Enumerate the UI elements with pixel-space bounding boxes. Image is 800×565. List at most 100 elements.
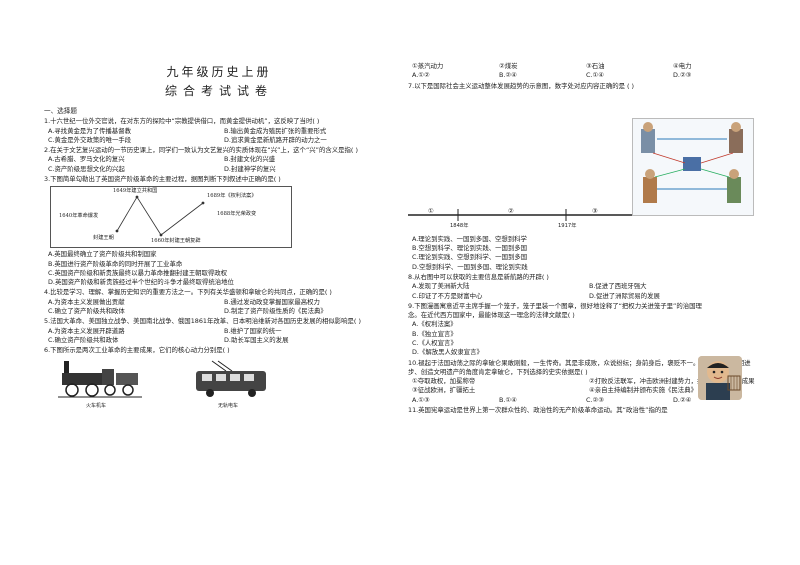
question-options: A.发现了美洲新大陆 B.促进了西班牙强大 C.印证了不方是财富中心 D.促进了… bbox=[408, 282, 760, 301]
question-9: 9.下图漫画寓意近平主席手握一个笼子，笼子里装一个图章，很好地诠释了“把权力关进… bbox=[408, 302, 760, 358]
question-stem: 7.以下是国际社会主义运动整体发展趋势的示意图，数字处对应内容正确的是 ( ) bbox=[408, 81, 635, 90]
option-c[interactable]: C.确立资产阶级共和政体 bbox=[48, 335, 119, 344]
energy-2: ②煤炭 bbox=[499, 62, 518, 70]
question-3: 3.下图简单勾勒出了英国资产阶级革命的主要过程，据图判断下列叙述中正确的是( )… bbox=[44, 175, 394, 287]
question-stem: 6.下图所示是两次工业革命的主要成果，它们的核心动力分别是( ) bbox=[44, 346, 230, 355]
question-stem: 5.法国大革命、美国独立战争、美国南北战争、俄国1861年改革、日本明治维新对各… bbox=[44, 317, 361, 326]
option-a[interactable]: A.为资本主义发展做出贡献 bbox=[48, 297, 125, 306]
option-a[interactable]: A.古希腊、罗马文化的复兴 bbox=[48, 155, 125, 164]
energy-1: ①蒸汽动力 bbox=[412, 62, 444, 70]
question-stem: 4.比较是学习、理解、掌握历史知识的重要方法之一。下列有关华盛顿和拿破仑的共同点… bbox=[44, 288, 332, 297]
question-stem: 9.下图漫画寓意近平主席手握一个笼子，笼子里装一个图章，很好地诠释了“把权力关进… bbox=[408, 301, 702, 320]
option-c[interactable]: C.理论到实践、空想到科学、一国到多国 bbox=[412, 253, 528, 262]
trolleybus-image: 无轨电车 bbox=[192, 359, 272, 409]
trolleybus-caption: 无轨电车 bbox=[218, 403, 239, 410]
option-a[interactable]: A.英国最终确立了资产阶级共和制国家 bbox=[48, 250, 157, 259]
question-stem: 11.英国宪章运动是世界上第一次群众性的、政治性的无产阶级革命运动。其“政治性”… bbox=[408, 405, 668, 414]
question-1: 1.十六世纪一位外交官说，在对东方的探险中“宗教提供借口，而黄金提供动机”，这反… bbox=[44, 117, 394, 145]
option-d[interactable]: D.制定了资产阶级性质的《民法典》 bbox=[224, 306, 327, 315]
option-c[interactable]: C.《人权宣言》 bbox=[412, 338, 457, 347]
fact-2: ②打败反法联军，冲击欧洲封建势力，扩散法国大革命成果 bbox=[589, 377, 755, 386]
new-route-trade-image bbox=[632, 118, 754, 216]
option-b[interactable]: B.维护了国家的统一 bbox=[224, 326, 282, 335]
revolution-zigzag-line bbox=[115, 195, 205, 237]
option-a[interactable]: A.发现了美洲新大陆 bbox=[412, 282, 470, 291]
option-d[interactable]: D.封建神学的复兴 bbox=[224, 164, 276, 173]
option-b[interactable]: B.②④ bbox=[499, 71, 517, 80]
option-b[interactable]: B.封建文化的兴盛 bbox=[224, 155, 276, 164]
option-a[interactable]: A.①② bbox=[412, 71, 430, 80]
question-options: A.《权利法案》 B.《独立宣言》 C.《人权宣言》 D.《解放黑人奴隶宣言》 bbox=[408, 320, 760, 357]
option-d[interactable]: D.英国资产阶级和新贵族经过半个世纪的斗争才最终取得统治地位 bbox=[48, 278, 234, 287]
exam-title: 九年级历史上册 bbox=[166, 65, 272, 79]
question-facts: ①夺取政权，加冕称帝 ②打败反法联军，冲击欧洲封建势力，扩散法国大革命成果 ③征… bbox=[408, 377, 760, 396]
question-stem: 8.从右图中可以获取的主要信息是新航路的开辟( ) bbox=[408, 272, 549, 281]
label-feudal: 封建王朝 bbox=[93, 235, 114, 242]
label-1660: 1660年封建王朝复辟 bbox=[151, 238, 201, 245]
option-d[interactable]: D.空想到科学、一国到多国、理论到实践 bbox=[412, 262, 528, 271]
option-c[interactable]: C.①④ bbox=[586, 71, 604, 80]
question-options: A.为资本主义发展做出贡献 B.通过发动政变掌握国家最高权力 C.确立了资产阶级… bbox=[44, 298, 394, 317]
revolution-diagram: 1649年建立共和国 1689年《权利法案》 1640年革命爆发 1688年光荣… bbox=[50, 186, 292, 249]
cartoon-image bbox=[698, 356, 742, 400]
option-a[interactable]: A.理论到实践、一国到多国、空想到科学 bbox=[412, 234, 527, 243]
option-d[interactable]: D.②③ bbox=[673, 71, 692, 80]
question-options: A.古希腊、罗马文化的复兴 B.封建文化的兴盛 C.资产阶级思想文化的兴起 D.… bbox=[44, 155, 394, 174]
option-c[interactable]: C.②③ bbox=[586, 395, 604, 404]
option-d[interactable]: D.追求黄金是新航路开辟的动力之一 bbox=[224, 135, 327, 144]
question-2: 2.在关于文艺复兴运动的一节历史课上，同学们一致认为文艺复兴的实质体现在“兴”上… bbox=[44, 146, 394, 174]
option-c[interactable]: C.确立了资产阶级共和政体 bbox=[48, 306, 125, 315]
spacer bbox=[408, 0, 760, 62]
label-1689: 1689年《权利法案》 bbox=[207, 193, 257, 200]
exam-subtitle: 综合考试试卷 bbox=[164, 84, 273, 99]
option-b[interactable]: B.英国进行资产阶级革命的同时开展了工业革命 bbox=[48, 259, 183, 268]
question-options: A.为资本主义发展开辟道路 B.维护了国家的统一 C.确立资产阶级共和政体 D.… bbox=[44, 327, 394, 346]
question-options: A.理论到实践、一国到多国、空想到科学 B.空想到科学、理论到实践、一国到多国 … bbox=[408, 235, 760, 272]
option-d[interactable]: D.《解放黑人奴隶宣言》 bbox=[412, 348, 483, 357]
option-d[interactable]: D.促进了洲际贸易的发展 bbox=[589, 291, 660, 300]
question-options: A.寻找黄金是为了传播基督教 B.输出黄金成为殖民扩张的重要形式 C.黄金是外交… bbox=[44, 127, 394, 146]
question-stem: 3.下图简单勾勒出了英国资产阶级革命的主要过程，据图判断下列叙述中正确的是( ) bbox=[44, 175, 281, 184]
right-column: ①蒸汽动力 ②煤炭 ③石油 ④电力 A.①② B.②④ C.①④ D.②③ 7.… bbox=[408, 0, 760, 415]
option-a[interactable]: A.寻找黄金是为了传播基督教 bbox=[48, 126, 131, 135]
timeline-mark-2: ② bbox=[508, 206, 514, 215]
label-1688: 1688年光荣政变 bbox=[217, 211, 257, 218]
timeline-mark-1: ① bbox=[428, 206, 434, 215]
option-c[interactable]: C.黄金是外交政策的唯一手段 bbox=[48, 135, 132, 144]
option-d[interactable]: D.助长军国主义的发展 bbox=[224, 335, 289, 344]
question-6: 6.下图所示是两次工业革命的主要成果，它们的核心动力分别是( ) bbox=[44, 346, 394, 413]
locomotive-caption: 火车机车 bbox=[86, 403, 107, 410]
caricature-icon bbox=[698, 356, 742, 400]
option-b[interactable]: B.空想到科学、理论到实践、一国到多国 bbox=[412, 244, 528, 253]
locomotive-icon bbox=[58, 361, 142, 398]
option-b[interactable]: B.《独立宣言》 bbox=[412, 329, 457, 338]
option-b[interactable]: B.促进了西班牙强大 bbox=[589, 282, 647, 291]
option-a[interactable]: A.《权利法案》 bbox=[412, 320, 457, 329]
left-column: 九年级历史上册 综合考试试卷 一、选择题 1.十六世纪一位外交官说，在对东方的探… bbox=[44, 0, 394, 413]
question-5: 5.法国大革命、美国独立战争、美国南北战争、俄国1861年改革、日本明治维新对各… bbox=[44, 317, 394, 345]
energy-3: ③石油 bbox=[586, 62, 605, 70]
option-c[interactable]: C.印证了不方是财富中心 bbox=[412, 291, 483, 300]
option-b[interactable]: B.①④ bbox=[499, 395, 517, 404]
label-1640: 1640年革命爆发 bbox=[59, 213, 99, 220]
locomotive-image: 火车机车 bbox=[58, 359, 142, 409]
trolleybus-icon bbox=[196, 360, 266, 398]
question-11: 11.英国宪章运动是世界上第一次群众性的、政治性的无产阶级革命运动。其“政治性”… bbox=[408, 406, 760, 415]
option-b[interactable]: B.通过发动政变掌握国家最高权力 bbox=[224, 297, 320, 306]
label-1649: 1649年建立共和国 bbox=[113, 188, 158, 195]
option-c[interactable]: C.资产阶级思想文化的兴起 bbox=[48, 164, 125, 173]
industrial-images: 火车机车 无轨电车 bbox=[44, 357, 394, 413]
option-b[interactable]: B.输出黄金成为殖民扩张的重要形式 bbox=[224, 126, 327, 135]
trade-illustration-icon bbox=[641, 122, 743, 203]
option-c[interactable]: C.英国资产阶级和新贵族最终以暴力革命推翻封建王朝取得政权 bbox=[48, 268, 228, 277]
question-10: 10.褪起于法国动荡之际的拿破仑果敢刚毅，一生传奇。其是非成败，众说纷纭；身前身… bbox=[408, 359, 760, 405]
q6-answer-options: A.①② B.②④ C.①④ D.②③ bbox=[408, 71, 760, 80]
question-stem: 1.十六世纪一位外交官说，在对东方的探险中“宗教提供借口，而黄金提供动机”，这反… bbox=[44, 117, 320, 126]
question-options: A.英国最终确立了资产阶级共和制国家 B.英国进行资产阶级革命的同时开展了工业革… bbox=[44, 250, 394, 287]
question-8: 8.从右图中可以获取的主要信息是新航路的开辟( ) A.发现了美洲新大陆 B.促… bbox=[408, 273, 760, 301]
option-a[interactable]: A.为资本主义发展开辟道路 bbox=[48, 326, 125, 335]
energy-4: ④电力 bbox=[673, 62, 692, 70]
question-stem: 2.在关于文艺复兴运动的一节历史课上，同学们一致认为文艺复兴的实质体现在“兴”上… bbox=[44, 146, 358, 155]
option-a[interactable]: A.①③ bbox=[412, 395, 430, 404]
option-d[interactable]: D.②④ bbox=[673, 395, 692, 404]
